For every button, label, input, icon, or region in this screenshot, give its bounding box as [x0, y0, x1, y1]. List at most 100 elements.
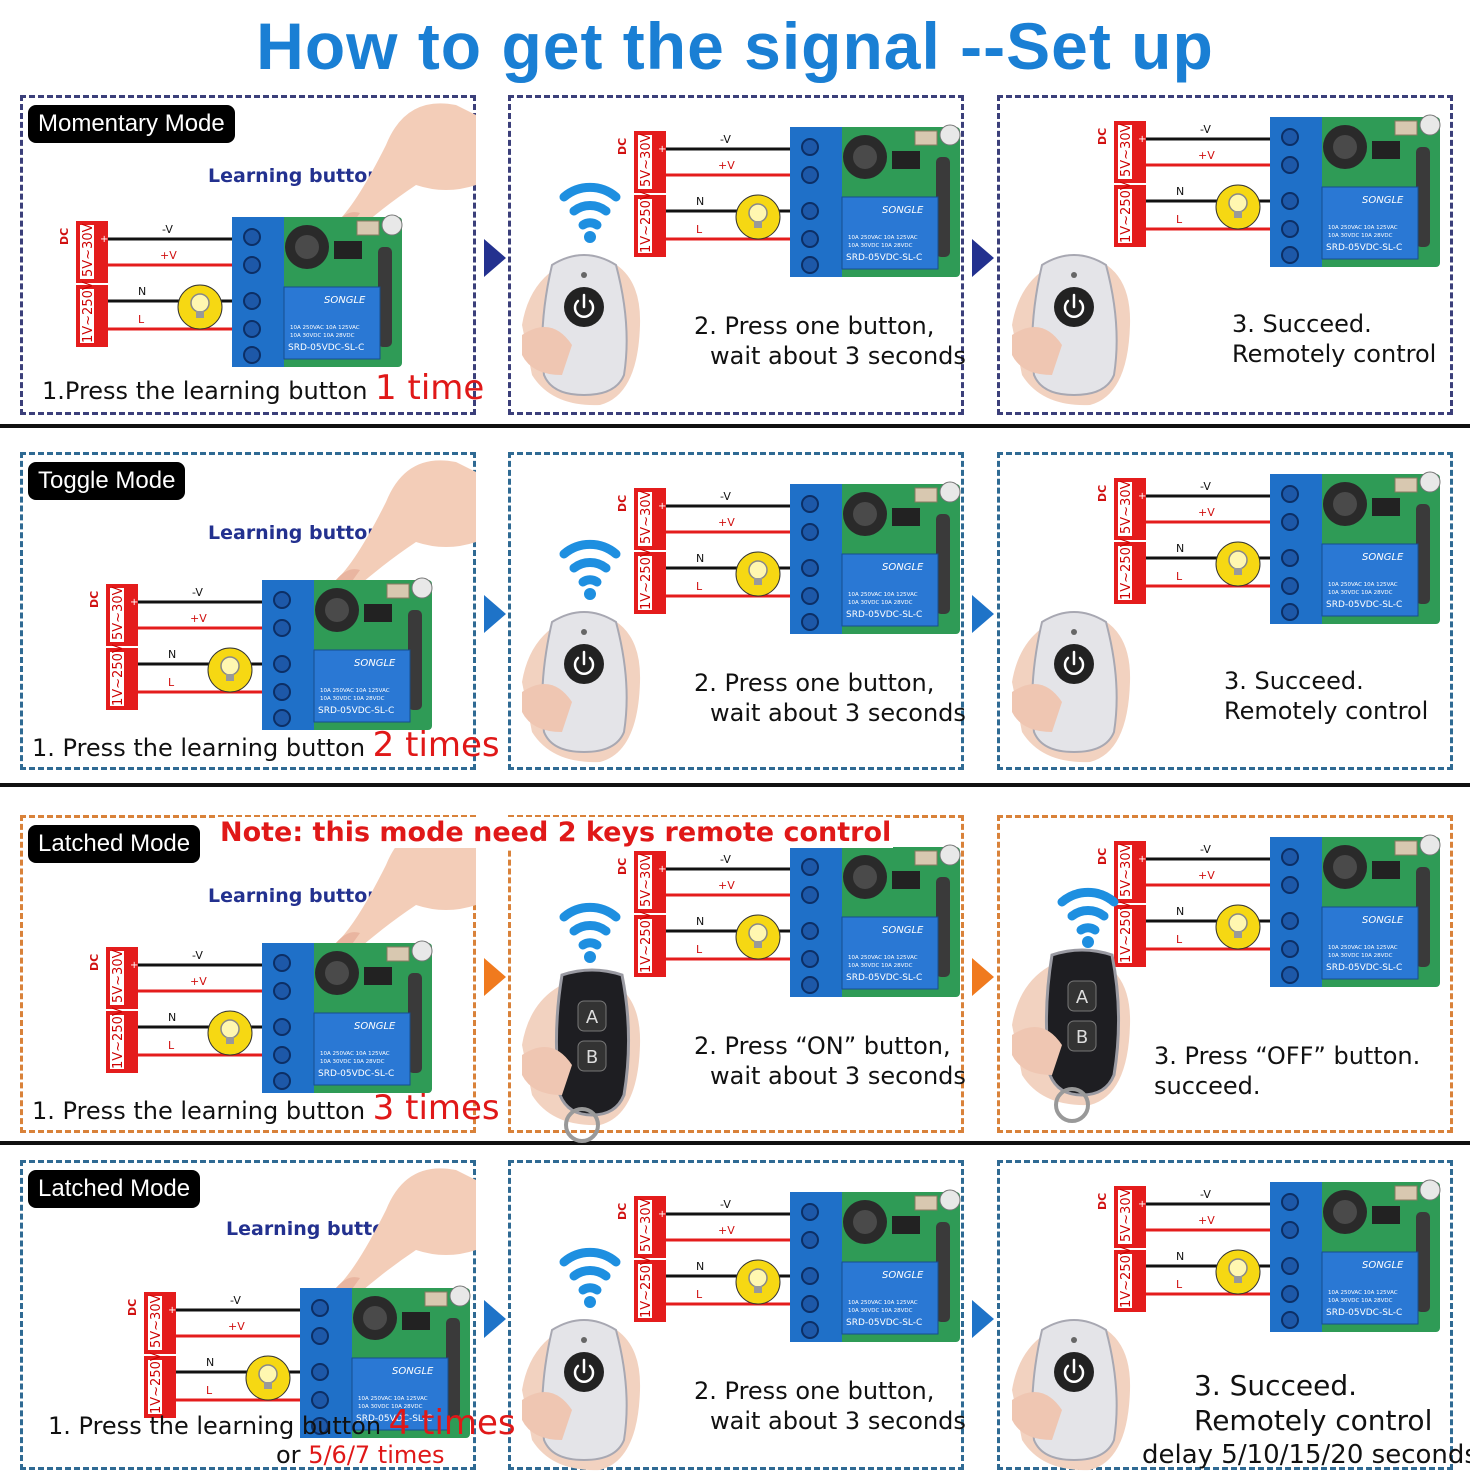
next-step-arrow-icon: [972, 595, 994, 634]
plus-v-label: +V: [1198, 869, 1215, 882]
relay-model: SRD-05VDC-SL-C: [846, 973, 922, 983]
learning-button-icon: [914, 487, 938, 503]
l-label: L: [168, 1039, 175, 1052]
relay-model: SRD-05VDC-SL-C: [318, 1069, 394, 1079]
relay-spec-1: 10A 250VAC 10A 125VAC: [1328, 225, 1398, 231]
l-label: L: [138, 313, 145, 326]
ac-voltage-label: 1V~250V: [1119, 1246, 1134, 1308]
relay-model: SRD-05VDC-SL-C: [846, 1318, 922, 1328]
dc-voltage-label: 5V~30V: [639, 133, 654, 187]
step1-caption: 1. Press the learning button 3 times: [32, 1091, 500, 1126]
svg-text:+: +: [1138, 854, 1146, 865]
step1-text: 1. Press the learning button: [32, 1097, 373, 1125]
dc-voltage-label: 5V~30V: [111, 586, 126, 640]
relay-spec-1: 10A 250VAC 10A 125VAC: [848, 1300, 918, 1306]
l-label: L: [696, 223, 703, 236]
relay-spec-2: 10A 30VDC 10A 28VDC: [1328, 953, 1393, 959]
minus-v-label: -V: [720, 1198, 731, 1211]
relay-spec-1: 10A 250VAC 10A 125VAC: [1328, 1290, 1398, 1296]
plus-v-label: +V: [1198, 506, 1215, 519]
relay-brand: SONGLE: [882, 1270, 924, 1281]
learning-button-icon: [386, 946, 410, 962]
dc-voltage-label: 5V~30V: [639, 853, 654, 907]
step1-caption: 1.Press the learning button 1 time: [42, 371, 484, 406]
ac-voltage-label: 1V~250V: [639, 191, 654, 253]
learning-button-label: Learning button: [208, 165, 381, 187]
row1-step3-panel: [997, 95, 1453, 415]
svg-text:+: +: [130, 597, 138, 608]
dc-label: DC: [1096, 1193, 1109, 1210]
pointing-finger: [336, 103, 476, 231]
minus-v-label: -V: [1200, 480, 1211, 493]
remote-button-a[interactable]: [1067, 980, 1097, 1012]
step2-line2: wait about 3 seconds: [710, 1407, 966, 1435]
relay-model: SRD-05VDC-SL-C: [846, 253, 922, 263]
step2-line2: wait about 3 seconds: [710, 699, 966, 727]
wifi-signal-icon: [559, 1247, 621, 1308]
relay: [1321, 186, 1419, 260]
dc-label: DC: [1096, 485, 1109, 502]
svg-text:+: +: [658, 144, 666, 155]
minus-v-label: -V: [192, 586, 203, 599]
keyring-icon: [564, 1107, 600, 1143]
relay-spec-2: 10A 30VDC 10A 28VDC: [848, 243, 913, 249]
relay-spec-1: 10A 250VAC 10A 125VAC: [320, 688, 390, 694]
dc-voltage-label: 5V~30V: [1119, 480, 1134, 534]
svg-text:+: +: [168, 1305, 176, 1316]
remote-button-b[interactable]: [577, 1040, 607, 1072]
minus-v-label: -V: [162, 223, 173, 236]
learning-button-icon: [424, 1291, 448, 1307]
learning-button-label: Learning button: [208, 885, 381, 907]
step3-line2: Remotely control: [1224, 697, 1429, 725]
dc-label: DC: [616, 1203, 629, 1220]
n-label: N: [1176, 905, 1184, 918]
step3-line1: 3. Succeed.: [1232, 310, 1372, 338]
ac-voltage-label: 1V~250V: [149, 1352, 164, 1414]
remote-button-b[interactable]: [1067, 1020, 1097, 1052]
svg-text:+: +: [1138, 1199, 1146, 1210]
n-label: N: [1176, 542, 1184, 555]
n-label: N: [168, 648, 176, 661]
dc-voltage-label: 5V~30V: [1119, 1188, 1134, 1242]
mode-tag: Latched Mode: [28, 825, 201, 863]
minus-v-label: -V: [1200, 123, 1211, 136]
relay: [1321, 1251, 1419, 1325]
relay-brand: SONGLE: [1362, 552, 1404, 563]
relay-spec-2: 10A 30VDC 10A 28VDC: [290, 333, 355, 339]
step1-count: 1 time: [375, 368, 485, 408]
plus-v-label: +V: [1198, 1214, 1215, 1227]
dc-label: DC: [88, 954, 101, 971]
next-step-arrow-icon: [972, 1299, 994, 1338]
row4-step1-panel: [20, 1160, 476, 1470]
plus-v-label: +V: [718, 879, 735, 892]
step3-caption: 3. Succeed.Remotely control: [1224, 666, 1428, 726]
next-step-arrow-icon: [972, 958, 994, 997]
dc-voltage-label: 5V~30V: [149, 1294, 164, 1348]
l-label: L: [1176, 933, 1183, 946]
minus-v-label: -V: [720, 853, 731, 866]
step3-line1: 3. Succeed.: [1194, 1369, 1358, 1402]
relay-brand: SONGLE: [354, 658, 396, 669]
mode-tag: Toggle Mode: [28, 462, 186, 500]
relay-spec-2: 10A 30VDC 10A 28VDC: [358, 1404, 423, 1410]
plus-v-label: +V: [190, 975, 207, 988]
relay-model: SRD-05VDC-SL-C: [1326, 963, 1402, 973]
step2-line1: 2. Press one button,: [694, 312, 935, 340]
learning-button-icon: [1394, 840, 1418, 856]
plus-v-label: +V: [190, 612, 207, 625]
dc-voltage-label: 5V~30V: [639, 490, 654, 544]
pointing-finger: [336, 460, 476, 588]
learning-button-icon: [1394, 120, 1418, 136]
step1-line2-text: or: [276, 1441, 309, 1469]
row2-step3-panel: [997, 452, 1453, 770]
remote-button-a[interactable]: [577, 1000, 607, 1032]
wifi-signal-icon: [559, 539, 621, 600]
next-step-arrow-icon: [484, 595, 506, 634]
l-label: L: [1176, 570, 1183, 583]
ac-voltage-label: 1V~250V: [1119, 538, 1134, 600]
dc-voltage-label: 5V~30V: [1119, 843, 1134, 897]
l-label: L: [206, 1384, 213, 1397]
row2-step1-panel: [20, 452, 476, 770]
learning-button-icon: [1394, 1185, 1418, 1201]
